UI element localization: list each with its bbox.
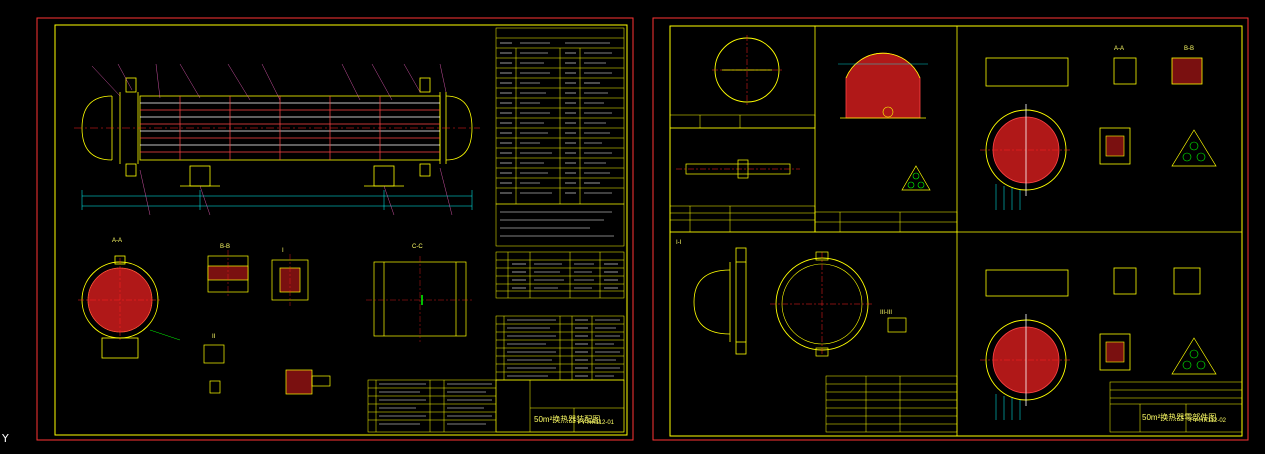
channel-elevation-view <box>693 247 747 355</box>
sheet-2-title-block: 50m²换热器零部件图 FY-HR112-02 <box>1109 381 1243 433</box>
detail-centerlines <box>227 250 474 342</box>
sheet-1-view-labels: A-A B-B C-C I II <box>112 238 423 340</box>
technical-data-entries <box>500 42 614 237</box>
tube-layout-symbol-1 <box>901 165 931 191</box>
sheet-2-panel-dividers <box>670 26 1242 436</box>
view-label-sheet2-a-a: A-A <box>1114 46 1124 52</box>
sheet-2-title: 50m²换热器零部件图 <box>1142 412 1216 422</box>
view-label-sheet2-b-b: B-B <box>1184 46 1194 52</box>
technical-data-table <box>495 27 625 247</box>
nozzle-table <box>495 251 625 299</box>
elevation-dimension-lines <box>81 190 473 210</box>
sheet-1-outer-border <box>36 17 634 441</box>
view-label-detail-i: I <box>282 248 284 254</box>
nozzle-table-entries <box>512 263 618 289</box>
section-a-a-tubesheet <box>78 255 181 359</box>
baffle-segment-view <box>838 52 928 119</box>
detail-views <box>203 255 467 395</box>
sheet-1-title: 50m²换热器装配图 <box>534 414 600 424</box>
tube-bundle <box>140 96 440 160</box>
sheet-1-assembly-drawing: 50m²换热器装配图 FY-HR112-01 A-A B-B C-C I II <box>36 17 634 441</box>
tie-rod-view <box>676 159 800 179</box>
sheet-2-drawing-number: FY-HR112-02 <box>1190 418 1227 424</box>
sheet-2-view-labels: A-A B-B I-I III-III <box>676 46 1194 316</box>
view-label-b-b: B-B <box>220 244 230 250</box>
view-label-c-c: C-C <box>412 244 423 250</box>
parts-list-entries <box>379 319 620 425</box>
view-label-sheet2-iii-iii: III-III <box>880 310 892 316</box>
leader-lines <box>91 63 453 216</box>
flange-plan-view <box>712 35 782 105</box>
sheet-1-title-block: 50m²换热器装配图 FY-HR112-01 <box>495 379 625 433</box>
view-label-a-a: A-A <box>112 238 122 244</box>
sheet-2-inner-frame <box>669 25 1243 437</box>
sheet-2-outer-border <box>652 17 1249 441</box>
channel-plan-view <box>770 251 907 357</box>
sheet-1-drawing-number: FY-HR112-01 <box>578 420 615 426</box>
tubesheet-view-1 <box>980 57 1217 210</box>
view-label-sheet2-i-i: I-I <box>676 240 682 246</box>
sheet-2-part-drawings: 50m²换热器零部件图 FY-HR112-02 A-A B-B I-I III-… <box>652 17 1249 441</box>
small-table-2 <box>669 205 958 233</box>
tubesheet-view-2 <box>980 267 1217 420</box>
sheet-1-inner-frame <box>54 24 628 436</box>
view-label-detail-ii: II <box>212 334 216 340</box>
small-table-1 <box>669 114 816 129</box>
sheet-2-bottom-tables <box>825 375 958 433</box>
ucs-icon: Y <box>2 432 9 445</box>
